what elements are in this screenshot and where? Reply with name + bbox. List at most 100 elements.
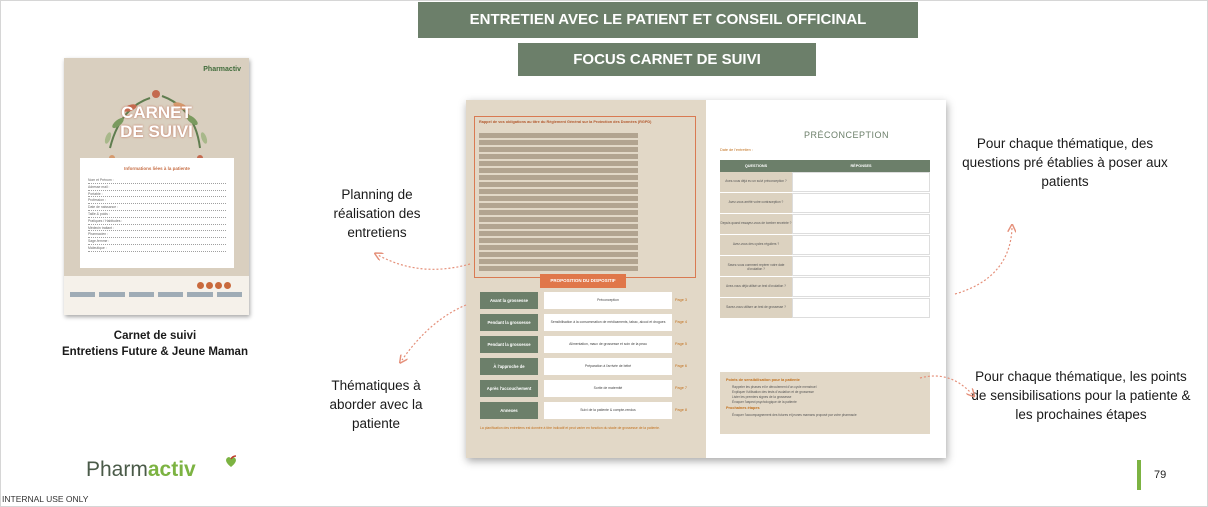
proposition-row: Pendant la grossesse Alimentation, maux … — [480, 336, 692, 353]
proposition-row: Pendant la grossesse Sensibilisation à l… — [480, 314, 692, 331]
partner-logo-icon — [187, 291, 213, 297]
question-row: Savez-vous utiliser un test de grossesse… — [720, 298, 930, 319]
cover-caption-line2: Entretiens Future & Jeune Maman — [62, 346, 248, 358]
preconception-title: PRÉCONCEPTION — [804, 130, 890, 140]
next-steps-title: Prochaines étapes — [726, 406, 760, 410]
social-icon — [197, 282, 204, 289]
partner-logo-icon — [128, 291, 154, 297]
annotation-themes: Thématiques à aborder avec la patiente — [329, 378, 423, 431]
question-text: Savez-vous comment repérer votre date d'… — [720, 256, 792, 276]
cover-caption: Carnet de suivi Entretiens Future & Jeun… — [30, 328, 280, 360]
annotation-sensibilisation: Pour chaque thématique, les points de se… — [971, 369, 1191, 422]
cover-title-line2: DE SUIVI — [120, 122, 193, 141]
row-label: À l'approche de l'accouchement — [480, 358, 538, 386]
row-label: Pendant la grossesse — [480, 314, 538, 331]
row-body: Suivi de la patiente & compte-rendus — [544, 402, 672, 419]
cover-field: Profession : — [88, 197, 226, 205]
heart-leaf-icon — [226, 455, 237, 467]
rgpd-reminder-box: Rappel de vos obligations au titre du Rè… — [474, 116, 696, 278]
annotation-planning: Planning de réalisation des entretiens — [333, 187, 421, 240]
pharmactiv-logo: Pharmactiv — [86, 458, 196, 482]
question-text: Avez-vous déjà utilisé un test d'ovulati… — [720, 277, 792, 297]
answers-header: RÉPONSES — [792, 160, 930, 172]
planning-note: La planification des entretiens est donn… — [480, 426, 661, 430]
row-page: Page 4 — [675, 320, 688, 324]
cover-field: Pratiques / Habitudes : — [88, 218, 226, 225]
social-icons — [195, 276, 231, 289]
partner-logo-icon — [70, 291, 96, 297]
cover-field: Sage-femme : — [88, 238, 226, 245]
question-text: Savez-vous utiliser un test de grossesse… — [720, 298, 792, 318]
row-body: Sortie de maternité — [544, 380, 672, 397]
question-row: Avez-vous déjà utilisé un test d'ovulati… — [720, 277, 930, 298]
next-step-point: Évoquer l'accompagnement des futures et … — [732, 412, 857, 417]
cover-field: Maïeutique : — [88, 245, 226, 252]
booklet-left-page: Rappel de vos obligations au titre du Rè… — [466, 100, 706, 458]
answer-cell — [792, 298, 930, 318]
cover-field: Date de naissance : — [88, 204, 226, 211]
page-number-bar — [1137, 460, 1141, 490]
slide-subtitle-banner: FOCUS CARNET DE SUIVI — [518, 43, 816, 76]
question-row: Avez-vous déjà eu un suivi préconception… — [720, 172, 930, 193]
partner-logo-icon — [157, 291, 184, 297]
cover-field: Médecin traitant : — [88, 225, 226, 232]
page-number: 79 — [1154, 469, 1167, 481]
row-page: Page 6 — [675, 364, 688, 368]
answer-cell — [792, 256, 930, 276]
answer-cell — [792, 277, 930, 297]
row-page: Page 5 — [675, 342, 688, 346]
row-label: Pendant la grossesse — [480, 336, 538, 353]
cover-title-line1: CARNET — [121, 103, 192, 122]
sensibilisation-point: Expliquer l'utilisation des tests d'ovul… — [732, 389, 814, 394]
cover-field: Nom et Prénom : — [88, 177, 226, 184]
question-text: Avez-vous arrêté votre contraception ? — [720, 193, 792, 213]
brand-suffix: activ — [147, 458, 196, 481]
question-row: Depuis quand essayez-vous de tomber ence… — [720, 214, 930, 235]
cover-caption-line1: Carnet de suivi — [113, 330, 197, 342]
row-page: Page 8 — [675, 408, 688, 412]
proposition-row: Après l'accouchement Sortie de maternité… — [480, 380, 692, 397]
brand-prefix: Pharm — [86, 458, 148, 481]
cover-field: Portable : — [88, 191, 226, 198]
social-icon — [206, 282, 213, 289]
slide-title-banner: ENTRETIEN AVEC LE PATIENT ET CONSEIL OFF… — [418, 2, 918, 38]
cover-field: Adresse mail : — [88, 184, 226, 191]
cover-patient-info-box: Informations liées à la patiente Nom et … — [80, 158, 234, 268]
annotation-questions: Pour chaque thématique, des questions pr… — [962, 136, 1168, 189]
row-label: Après l'accouchement — [480, 380, 538, 397]
booklet-cover-image: Pharmactiv CARNET DE SUIVI Informations … — [64, 58, 249, 315]
interview-date-label: Date de l'entretien : — [720, 148, 753, 152]
rgpd-heading: Rappel de vos obligations au titre du Rè… — [479, 120, 652, 124]
foliage-illustration-icon — [104, 90, 208, 161]
booklet-spread-image: Rappel de vos obligations au titre du Rè… — [466, 100, 946, 458]
proposition-row: Annexes Suivi de la patiente & compte-re… — [480, 402, 692, 419]
cover-field: Pharmacien : — [88, 231, 226, 239]
answer-cell — [792, 193, 930, 213]
row-body: Préparation à l'arrivée de bébé — [544, 358, 672, 375]
cover-box-title: Informations liées à la patiente — [124, 166, 190, 171]
sensibilisation-box: Points de sensibilisation pour la patien… — [720, 372, 930, 434]
internal-use-label: INTERNAL USE ONLY — [2, 494, 89, 504]
row-page: Page 3 — [675, 298, 688, 302]
social-icon — [215, 282, 222, 289]
row-label: Annexes — [480, 402, 538, 419]
partner-logos — [70, 290, 242, 298]
cover-brand-logo: Pharmactiv — [203, 66, 241, 73]
cover-title: CARNET DE SUIVI — [109, 103, 204, 157]
sensibilisation-point: Lister les premiers signes de la grosses… — [732, 394, 792, 399]
row-page: Page 7 — [675, 386, 688, 390]
row-label: Avant la grossesse — [480, 292, 538, 309]
question-text: Avez-vous des cycles réguliers ? — [720, 235, 792, 255]
question-text: Depuis quand essayez-vous de tomber ence… — [720, 214, 792, 234]
questions-header: QUESTIONS — [720, 160, 792, 172]
proposition-row: À l'approche de l'accouchement Préparati… — [480, 358, 692, 386]
question-text: Avez-vous déjà eu un suivi préconception… — [720, 172, 792, 192]
cover-field: Taille & poids : — [88, 211, 226, 218]
sensibilisation-point: Évoquer l'aspect psychologique de la pat… — [732, 399, 797, 404]
booklet-right-page: PRÉCONCEPTION Date de l'entretien : QUES… — [706, 100, 946, 458]
sensibilisation-point: Rappeler les phases et le déroulement d'… — [732, 384, 817, 389]
question-row: Avez-vous des cycles réguliers ? — [720, 235, 930, 256]
partner-logo-icon — [216, 291, 242, 297]
social-icon — [224, 282, 231, 289]
question-row: Savez-vous comment repérer votre date d'… — [720, 256, 930, 277]
